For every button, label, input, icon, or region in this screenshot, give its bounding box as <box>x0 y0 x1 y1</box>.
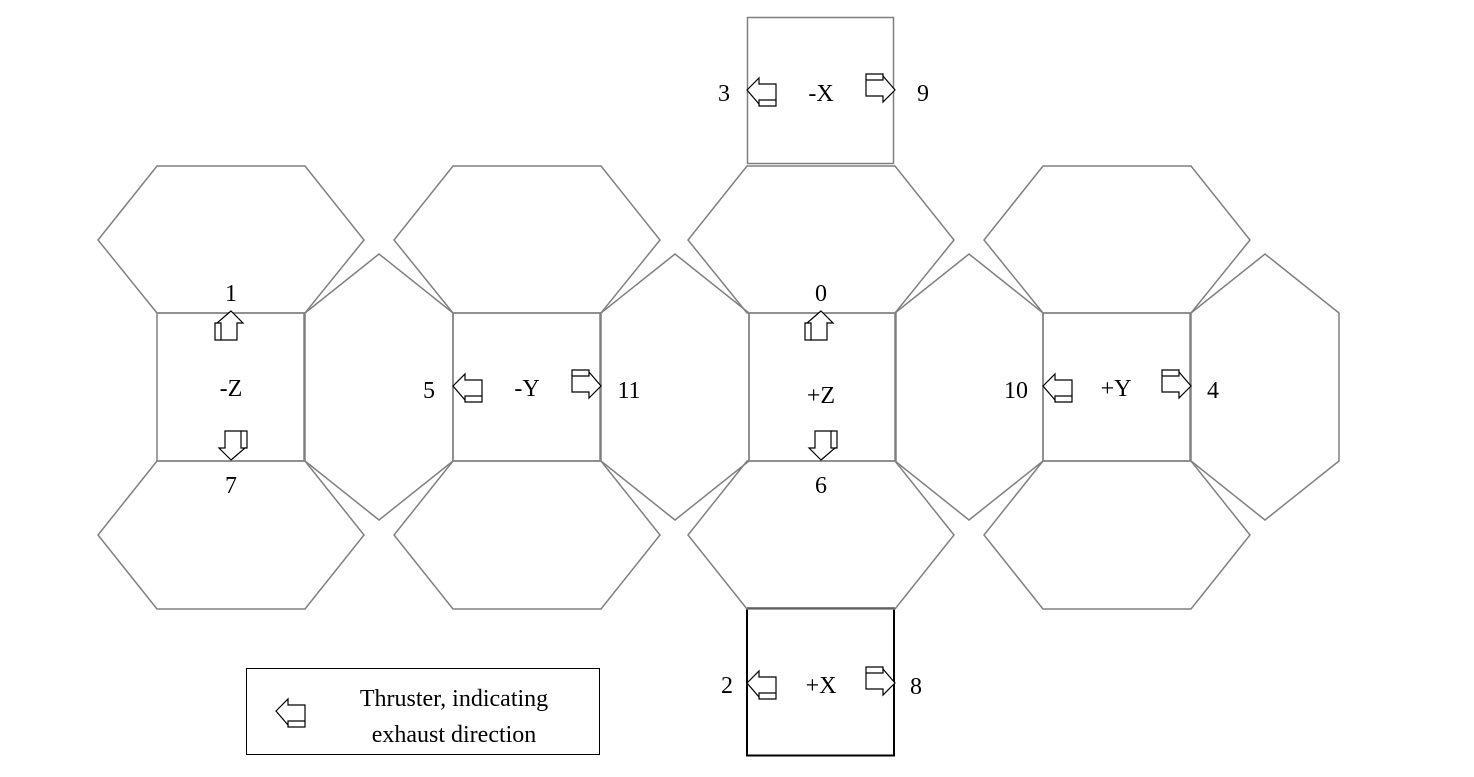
side-hexagon-2 <box>894 253 1044 521</box>
hexagon-bottom-3 <box>983 460 1251 610</box>
thruster-number-8: 8 <box>910 674 922 700</box>
thruster-number-2: 2 <box>721 673 733 699</box>
hexagon-top-1 <box>393 165 661 314</box>
thruster-number-7: 7 <box>225 473 237 499</box>
legend-box <box>246 668 600 755</box>
thruster-number-6: 6 <box>815 473 827 499</box>
thruster-arrow-0-icon <box>804 310 835 341</box>
thruster-arrow-5-icon <box>452 372 483 403</box>
thruster-arrow-4-icon <box>1161 369 1192 400</box>
thruster-arrow-9-icon <box>865 73 896 104</box>
thruster-number-9: 9 <box>917 81 929 107</box>
thruster-number-0: 0 <box>815 281 827 307</box>
thruster-arrow-1-icon <box>214 310 245 341</box>
face-label-neg-y: -Y <box>514 376 539 402</box>
face-label-neg-x: -X <box>808 81 833 107</box>
thruster-arrow-6-icon <box>807 430 838 461</box>
thruster-arrow-7-icon <box>217 430 248 461</box>
thruster-arrow-11-icon <box>571 369 602 400</box>
thruster-number-10: 10 <box>1004 378 1028 404</box>
thruster-arrow-2-icon <box>746 669 777 700</box>
face-label-pos-y: +Y <box>1101 376 1132 402</box>
hexagon-bottom-1 <box>393 460 661 610</box>
hexagon-top-3 <box>983 165 1251 314</box>
legend-thruster-icon <box>275 697 306 728</box>
side-hexagon-0 <box>304 253 454 521</box>
legend-text-line2: exhaust direction <box>372 722 537 748</box>
thruster-number-4: 4 <box>1207 378 1219 404</box>
face-label-pos-x: +X <box>806 673 837 699</box>
thruster-number-3: 3 <box>718 81 730 107</box>
thruster-number-1: 1 <box>225 281 237 307</box>
side-hexagon-1 <box>600 253 750 521</box>
thruster-arrow-8-icon <box>865 666 896 697</box>
thruster-arrow-10-icon <box>1042 372 1073 403</box>
legend-text-line1: Thruster, indicating <box>360 686 548 712</box>
thruster-arrow-3-icon <box>746 76 777 107</box>
face-label-pos-z: +Z <box>807 383 835 409</box>
diagram-shapes <box>97 16 1340 757</box>
thruster-number-11: 11 <box>617 378 640 404</box>
thruster-number-5: 5 <box>423 378 435 404</box>
face-label-neg-z: -Z <box>220 376 243 402</box>
side-hexagon-3 <box>1190 253 1340 521</box>
